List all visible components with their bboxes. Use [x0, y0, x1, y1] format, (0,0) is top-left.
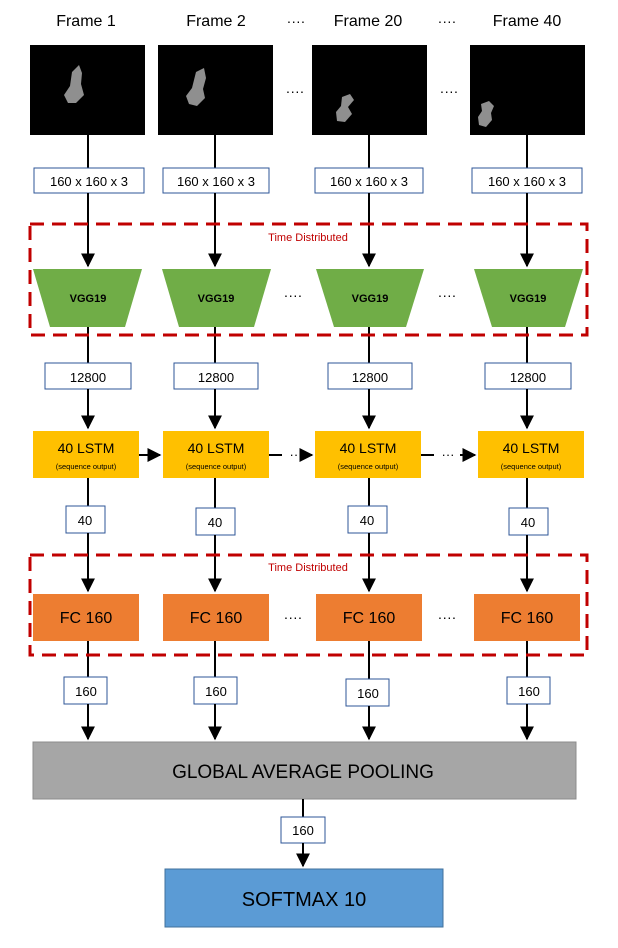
- ellipsis: ····: [440, 83, 459, 99]
- column-frame-40: Frame 40 160 x 160 x 3 VGG19 12800 40 LS…: [470, 13, 585, 741]
- fc-output-box: [193, 676, 238, 705]
- input-shape-label: 160 x 160 x 3: [50, 174, 128, 189]
- vgg-output-label: 12800: [198, 370, 234, 385]
- arrow-ellipsis: ···: [442, 447, 455, 462]
- hand-silhouette: [336, 94, 354, 122]
- frame-label: Frame 40: [493, 13, 562, 30]
- frame-image: [158, 45, 273, 135]
- fc-output-label: 160: [75, 684, 97, 699]
- frame-label: Frame 1: [56, 13, 116, 30]
- lstm-output-box: [65, 505, 106, 534]
- vgg-output-box: [327, 362, 413, 390]
- input-shape-label: 160 x 160 x 3: [488, 174, 566, 189]
- lstm-output-label: 40: [78, 513, 92, 528]
- frame-image: [30, 45, 145, 135]
- fc-block: [163, 594, 269, 641]
- lstm-output-label: 40: [360, 513, 374, 528]
- fc-output-label: 160: [357, 686, 379, 701]
- fc-output-box: [506, 676, 551, 705]
- fc-block: [33, 594, 139, 641]
- hand-silhouette: [64, 65, 84, 103]
- vgg-output-box: [173, 362, 259, 390]
- time-distributed-region: [28, 222, 589, 337]
- input-shape-label: 160 x 160 x 3: [177, 174, 255, 189]
- fc-output-label: 160: [518, 684, 540, 699]
- fc-output-box: [345, 678, 390, 707]
- ellipsis: ····: [284, 287, 303, 303]
- ellipsis: ····: [286, 83, 305, 99]
- vgg19-block: [162, 269, 271, 327]
- frame-image: [312, 45, 427, 135]
- lstm-subtitle: (sequence output): [56, 462, 117, 471]
- input-shape-box: [314, 167, 424, 194]
- ellipsis: ····: [287, 13, 306, 29]
- vgg-output-label: 12800: [352, 370, 388, 385]
- lstm-block: [478, 431, 584, 478]
- time-distributed-region: [28, 553, 589, 657]
- lstm-title: 40 LSTM: [503, 440, 560, 456]
- ellipsis: ····: [284, 609, 303, 625]
- vgg19-label: VGG19: [70, 293, 107, 305]
- lstm-subtitle: (sequence output): [338, 462, 399, 471]
- softmax-label: SOFTMAX 10: [242, 889, 366, 911]
- vgg-output-box: [44, 362, 132, 390]
- fc-label: FC 160: [343, 610, 396, 627]
- fc-label: FC 160: [190, 610, 243, 627]
- lstm-title: 40 LSTM: [58, 440, 115, 456]
- input-shape-box: [471, 167, 583, 194]
- input-shape-box: [33, 167, 145, 194]
- lstm-output-box: [195, 507, 236, 536]
- fc-block: [316, 594, 422, 641]
- ellipsis: ····: [438, 609, 457, 625]
- vgg19-block: [316, 269, 424, 327]
- frame-label: Frame 2: [186, 13, 246, 30]
- vgg19-label: VGG19: [510, 293, 547, 305]
- input-shape-label: 160 x 160 x 3: [330, 174, 408, 189]
- fc-output-label: 160: [205, 684, 227, 699]
- lstm-output-label: 40: [208, 515, 222, 530]
- pooling-output-label: 160: [292, 823, 314, 838]
- arrow-ellipsis: ···: [290, 447, 303, 462]
- lstm-title: 40 LSTM: [188, 440, 245, 456]
- lstm-block: [163, 431, 269, 478]
- fc-label: FC 160: [60, 610, 113, 627]
- time-distributed-label: Time Distributed: [268, 562, 348, 574]
- fc-label: FC 160: [501, 610, 554, 627]
- hand-silhouette: [478, 101, 494, 127]
- vgg19-block: [33, 269, 142, 327]
- global-average-pooling-block: [32, 741, 577, 800]
- vgg19-label: VGG19: [198, 293, 235, 305]
- time-distributed-label: Time Distributed: [268, 232, 348, 244]
- pooling-label: GLOBAL AVERAGE POOLING: [172, 762, 434, 783]
- lstm-title: 40 LSTM: [340, 440, 397, 456]
- ellipsis: ····: [438, 13, 457, 29]
- fc-output-box: [63, 676, 108, 705]
- fc-block: [474, 594, 580, 641]
- vgg19-label: VGG19: [352, 293, 389, 305]
- vgg19-block: [474, 269, 583, 327]
- ellipsis: ····: [438, 287, 457, 303]
- vgg-output-box: [484, 362, 572, 390]
- lstm-output-label: 40: [521, 515, 535, 530]
- softmax-block: [164, 868, 444, 928]
- lstm-subtitle: (sequence output): [501, 462, 562, 471]
- column-frame-2: Frame 2 160 x 160 x 3 VGG19 12800 40 LST…: [158, 13, 273, 741]
- frame-label: Frame 20: [334, 13, 403, 30]
- vgg-output-label: 12800: [70, 370, 106, 385]
- lstm-subtitle: (sequence output): [186, 462, 247, 471]
- lstm-output-box: [347, 505, 388, 534]
- vgg-output-label: 12800: [510, 370, 546, 385]
- lstm-output-box: [508, 507, 549, 536]
- hand-silhouette: [186, 68, 206, 106]
- lstm-block: [315, 431, 421, 478]
- column-frame-1: Frame 1 160 x 160 x 3 VGG19 12800 40 LST…: [30, 13, 145, 741]
- column-frame-20: Frame 20 160 x 160 x 3 VGG19 12800 40 LS…: [312, 13, 427, 741]
- lstm-block: [33, 431, 139, 478]
- pooling-output-box: [280, 816, 326, 844]
